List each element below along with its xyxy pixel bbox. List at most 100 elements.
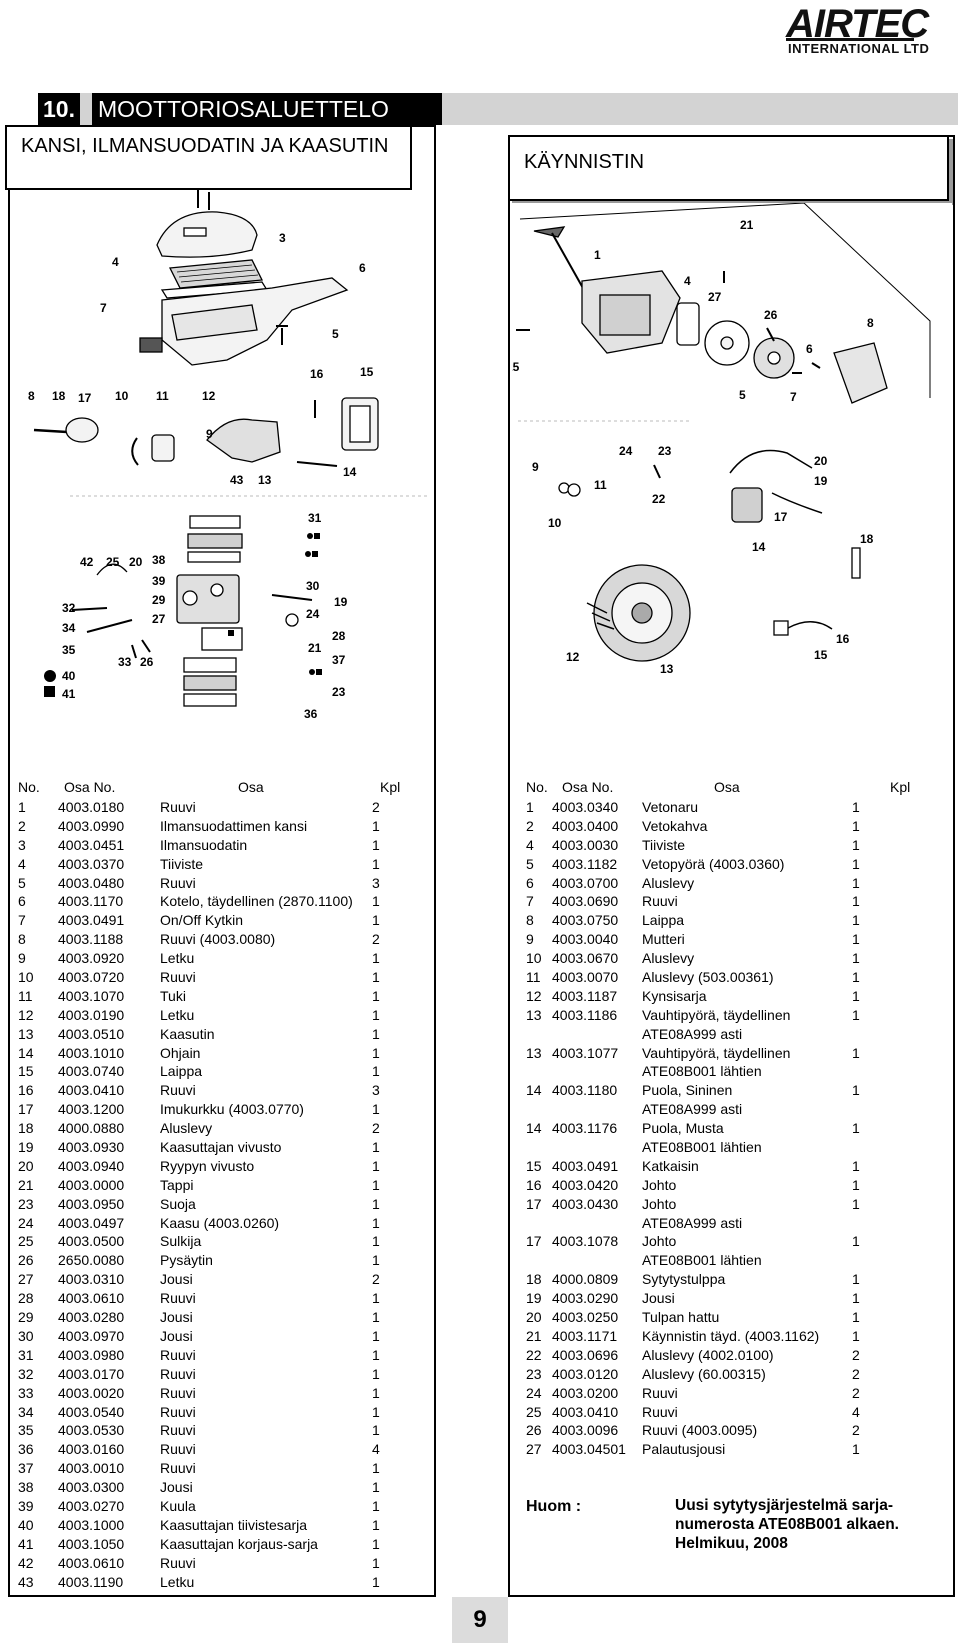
cell-part-no: 4003.0610 bbox=[58, 1554, 125, 1571]
col-qty: Kpl bbox=[380, 779, 401, 795]
cell-qty: 1 bbox=[852, 1176, 860, 1193]
cell-part-no: 4003.0370 bbox=[58, 855, 125, 872]
callout-8: 8 bbox=[28, 389, 35, 403]
callout-42: 42 bbox=[80, 555, 94, 569]
callout-5: 5 bbox=[332, 327, 339, 341]
cell-part-no: 4003.0340 bbox=[552, 799, 619, 815]
cell-no: 14 bbox=[526, 1120, 542, 1137]
rcallout-17: 17 bbox=[774, 510, 788, 524]
cell-no: 2 bbox=[526, 817, 534, 834]
callout-23: 23 bbox=[332, 685, 346, 699]
rcallout-11: 11 bbox=[594, 478, 607, 492]
cell-no: 25 bbox=[18, 1233, 34, 1250]
rcallout-26: 26 bbox=[764, 308, 778, 322]
cell-qty: 1 bbox=[372, 1535, 380, 1552]
callout-18: 18 bbox=[52, 389, 66, 403]
cell-no: 20 bbox=[526, 1309, 542, 1326]
cell-name: Imukurkku (4003.0770) bbox=[160, 1101, 304, 1118]
cell-name: On/Off Kytkin bbox=[160, 912, 243, 929]
cell-part-no: 4003.1187 bbox=[552, 987, 618, 1004]
cell-name: Kaasuttajan korjaus-sarja bbox=[160, 1535, 318, 1552]
cell-name: Sytytystulppa bbox=[642, 1271, 726, 1288]
col-name: Osa bbox=[238, 779, 264, 795]
cell-part-no: 4003.0000 bbox=[58, 1176, 125, 1193]
rcallout-27: 27 bbox=[708, 290, 722, 304]
cell-name: Kaasutin bbox=[160, 1025, 215, 1042]
cell-no: 14 bbox=[18, 1044, 34, 1061]
cell-part-no: 4003.04501 bbox=[552, 1441, 626, 1458]
cell-qty: 1 bbox=[852, 836, 860, 853]
cell-name: Letku bbox=[160, 1006, 195, 1023]
cell-no: 6 bbox=[526, 874, 534, 891]
cell-name: Käynnistin täyd. (4003.1162) bbox=[642, 1327, 820, 1344]
cell-qty: 1 bbox=[852, 1082, 860, 1099]
callout-15: 15 bbox=[360, 365, 374, 379]
cell-qty: 1 bbox=[852, 817, 860, 834]
cell-name: Aluslevy (4002.0100) bbox=[642, 1346, 774, 1363]
cell-no: 7 bbox=[18, 912, 26, 929]
cell-name: Vauhtipyörä, täydellinen bbox=[642, 1044, 791, 1061]
callout-29: 29 bbox=[152, 593, 166, 607]
cell-name: Tulpan hattu bbox=[642, 1309, 720, 1326]
cell-no: 35 bbox=[18, 1422, 34, 1439]
cell-qty: 1 bbox=[852, 1441, 860, 1458]
cell-name: Tuki bbox=[160, 987, 186, 1004]
cell-qty: 1 bbox=[372, 1176, 380, 1193]
cell-qty: 3 bbox=[372, 1082, 380, 1099]
cell-name: Kuula bbox=[160, 1497, 196, 1514]
cell-qty: 1 bbox=[372, 1554, 380, 1571]
cell-no: 37 bbox=[18, 1460, 34, 1477]
cell-name: Laippa bbox=[160, 1063, 203, 1080]
cell-name: Mutteri bbox=[642, 931, 685, 948]
cell-part-no: 4003.0030 bbox=[552, 836, 619, 853]
cell-qty: 1 bbox=[372, 1309, 380, 1326]
cell-no: 23 bbox=[526, 1365, 542, 1382]
cell-qty: 1 bbox=[852, 1233, 860, 1250]
table-row: ATE08A999 asti bbox=[526, 1214, 926, 1233]
cell-name: Tiiviste bbox=[642, 836, 686, 853]
cell-name: Kaasuttajan tiivistesarja bbox=[160, 1516, 308, 1533]
cell-no: 7 bbox=[526, 893, 534, 910]
table-row: ATE08A999 asti bbox=[526, 1100, 926, 1119]
cell-qty: 1 bbox=[852, 1006, 860, 1023]
cell-qty: 1 bbox=[372, 1101, 380, 1118]
rcallout-20: 20 bbox=[814, 454, 828, 468]
cell-no: 28 bbox=[18, 1290, 34, 1307]
cell-qty: 1 bbox=[372, 1063, 380, 1080]
cell-part-no: 4003.0930 bbox=[58, 1139, 125, 1156]
cell-part-no: 4003.0970 bbox=[58, 1327, 125, 1344]
cell-qty: 1 bbox=[372, 1422, 380, 1439]
cell-part-no: 4003.0410 bbox=[552, 1403, 619, 1420]
callout-37: 37 bbox=[332, 653, 346, 667]
cell-qty: 1 bbox=[852, 855, 860, 872]
cell-qty: 1 bbox=[372, 969, 380, 986]
callout-7: 7 bbox=[100, 301, 107, 315]
cell-no: 9 bbox=[18, 950, 26, 967]
cell-name: Ruuvi bbox=[160, 1384, 196, 1401]
cell-qty: 1 bbox=[372, 1233, 380, 1250]
cell-part-no: 4003.0491 bbox=[552, 1157, 619, 1174]
cell-part-no: 4003.1050 bbox=[58, 1535, 125, 1552]
cell-qty: 1 bbox=[852, 912, 860, 929]
cell-no: 3 bbox=[18, 836, 26, 853]
cell-part-no: 4003.0300 bbox=[58, 1479, 125, 1496]
brand-subtitle: INTERNATIONAL LTD bbox=[788, 41, 930, 56]
